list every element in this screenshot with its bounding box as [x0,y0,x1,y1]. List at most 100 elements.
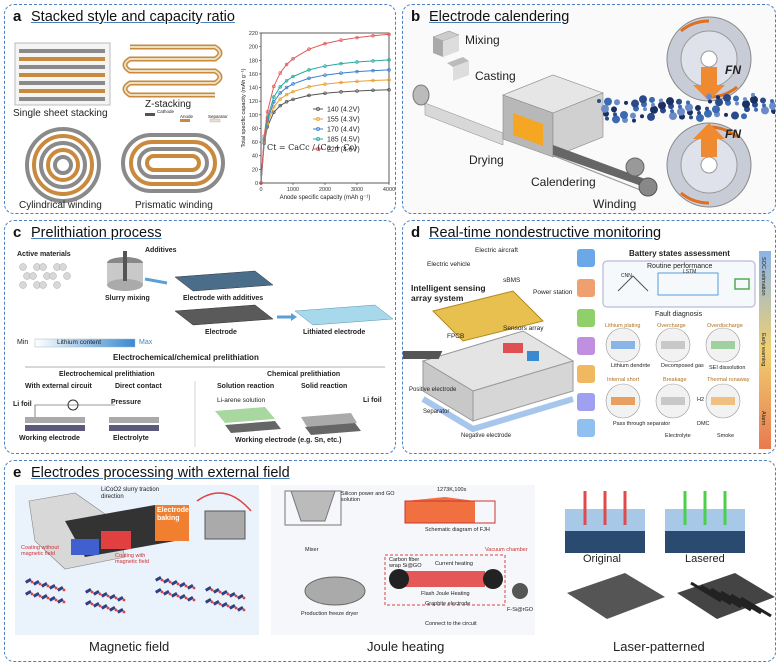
magnetic-flake [237,594,244,600]
fault-layer [711,397,735,405]
electrode-particle [650,105,658,114]
magnetic-dot [192,598,196,602]
legend-marker [316,127,320,131]
electrode-particle [649,96,655,103]
magnetic-flake [229,604,236,610]
label-ec: Electrochemical prelithiation [59,371,155,378]
data-point [371,59,375,63]
label-additives: Additives [145,247,177,254]
magnetic-dot [122,610,126,614]
fault-layer [661,397,685,405]
laser-groove [740,596,772,618]
electrode-particle [614,99,620,106]
label-e-temp: 1273K,100s [437,487,467,493]
series-line [260,33,390,184]
label-e-without: Coating without magnetic field [21,545,59,557]
data-point [323,64,327,68]
magnetic-dot [30,592,34,596]
electrode-particle [735,101,739,106]
label-fpcb: FPCB [447,333,465,340]
y-tick-label: 40 [252,154,258,160]
fault-layer [661,341,685,349]
electrode-particle [751,92,755,97]
panel-a: a Stacked style and capacity ratio [4,4,396,214]
panel-letter-c: c [13,224,22,241]
legend-marker [316,117,320,121]
label-e-lasered: Lasered [685,553,725,565]
electrode-particle [666,97,674,106]
data-point [339,38,343,42]
label-e-current: Current heating [435,561,473,567]
electrode-particle [658,101,666,110]
label-li-foil: Li foil [13,401,32,408]
magnetic-flake [49,584,56,590]
data-point [291,82,295,86]
electrode-particle [704,109,712,118]
magnetic-flake [25,590,32,596]
legend-entry: 155 (4.3V) [327,117,360,124]
label-e-mixer: Mixer [305,547,319,553]
electrode-particle [696,113,704,122]
magnetic-flake [171,580,178,586]
laser-groove [710,587,742,609]
x-tick-label: 0 [259,187,262,193]
label-dendrite: Lithium dendrite [611,363,651,369]
panel-title-c: Prelithiation process [31,225,162,241]
magnetic-dot [168,580,172,584]
magnetic-flake [101,592,108,598]
stack-layer [19,49,105,53]
lithiated-electrode [294,304,394,326]
x-axis-label: Anode specific capacity (mAh g⁻¹) [280,195,371,201]
label-working: Working electrode [19,435,80,442]
y-tick-label: 0 [255,181,258,187]
label-e-slurry: LiCoO2 slurry traction direction [101,487,160,500]
panel-c: c Prelithiation process [4,220,396,454]
monitoring-diagram [403,249,771,449]
magnetic-dot [114,596,118,600]
calendering-process [412,16,775,208]
magnetic-dot [168,592,172,596]
data-point [387,87,391,92]
electrode-particle [651,102,655,107]
stack-layer [19,81,105,85]
electrode-particle [750,95,758,104]
data-point [272,84,276,89]
data-point [284,92,289,97]
legend-marker [316,137,320,141]
label-drying: Drying [469,153,504,167]
electrode-particle [754,107,758,112]
magnetic-flake [213,588,220,594]
y-tick-label: 100 [249,113,258,119]
electrode-particle [597,99,601,103]
data-point [339,71,343,75]
label-h2: H2 [697,397,705,403]
electrode-particle [706,93,712,100]
y-tick-label: 80 [252,126,258,132]
data-point [259,181,263,185]
y-tick-label: 180 [249,58,258,64]
electrode-particle [601,104,609,113]
data-point [323,73,327,77]
panel-title-d: Real-time nondestructive monitoring [429,225,662,241]
magnetic-dot [160,590,164,594]
magnetic-dot [234,606,238,610]
panel-letter-d: d [411,224,421,241]
label-power: Power station [533,289,573,296]
electrode-particle [643,107,647,112]
data-point [278,103,282,108]
legend-entry: 140 (4.2V) [327,107,360,114]
electrode-particle [697,111,701,115]
label-plating: Lithium plating [605,323,641,329]
magnetic-dot [46,596,50,600]
label-pressure: Pressure [111,399,141,406]
data-point [307,85,311,89]
label-aircraft: Electric aircraft [475,247,518,254]
label-max: Max [139,339,153,346]
legend-separator: Separator [208,114,228,119]
warning-scale-bar [759,251,771,449]
magnetic-dot [98,604,102,608]
data-point [339,80,343,85]
label-calendering: Calendering [531,175,596,189]
label-alarm: Alarm [760,411,766,426]
